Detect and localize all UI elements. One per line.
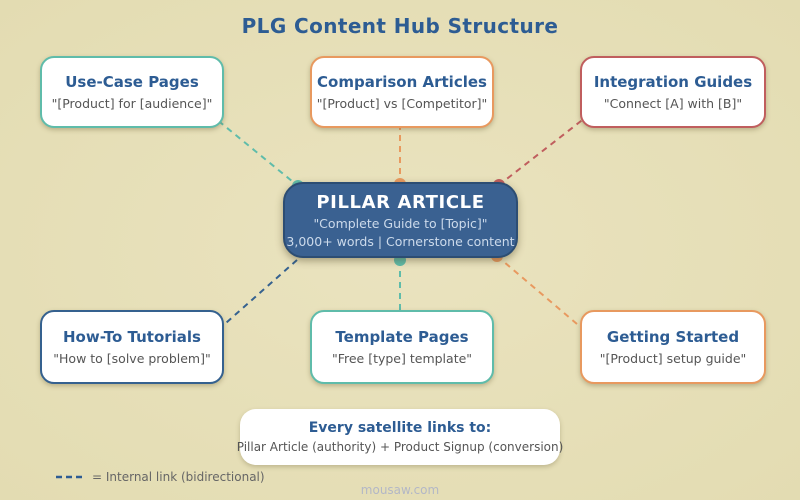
- pillar-article-meta: 3,000+ words | Cornerstone content: [286, 233, 515, 249]
- node-use-case-pages-subtitle: "[Product] for [audience]": [51, 96, 213, 111]
- node-comparison-articles-title: Comparison Articles: [317, 73, 487, 91]
- node-getting-started: Getting Started "[Product] setup guide": [580, 310, 766, 384]
- connector-howto-pillar: [217, 259, 298, 331]
- node-template-pages-subtitle: "Free [type] template": [331, 351, 473, 366]
- node-use-case-pages-title: Use-Case Pages: [65, 73, 199, 91]
- node-integration-guides: Integration Guides "Connect [A] with [B]…: [580, 56, 766, 128]
- dashed-line-sample-icon: [56, 475, 84, 479]
- node-integration-guides-subtitle: "Connect [A] with [B]": [603, 96, 743, 111]
- node-template-pages-title: Template Pages: [335, 328, 469, 346]
- banner-title: Every satellite links to:: [308, 420, 492, 436]
- node-how-to-tutorials: How-To Tutorials "How to [solve problem]…: [40, 310, 224, 384]
- node-getting-started-subtitle: "[Product] setup guide": [599, 351, 747, 366]
- node-comparison-articles-subtitle: "[Product] vs [Competitor]": [316, 96, 488, 111]
- connector-getting-started-pillar: [496, 255, 585, 331]
- node-how-to-tutorials-subtitle: "How to [solve problem]": [53, 351, 211, 366]
- node-template-pages: Template Pages "Free [type] template": [310, 310, 494, 384]
- pillar-article-title: PILLAR ARTICLE: [316, 191, 485, 213]
- node-comparison-articles: Comparison Articles "[Product] vs [Compe…: [310, 56, 494, 128]
- node-pillar-article: PILLAR ARTICLE "Complete Guide to [Topic…: [283, 182, 518, 258]
- satellite-links-banner: Every satellite links to: Pillar Article…: [237, 409, 563, 465]
- watermark: mousaw.com: [360, 483, 440, 497]
- node-getting-started-title: Getting Started: [606, 328, 740, 346]
- connector-integration-pillar: [498, 113, 591, 186]
- banner-subtitle: Pillar Article (authority) + Product Sig…: [236, 440, 564, 454]
- node-integration-guides-title: Integration Guides: [593, 73, 753, 91]
- connector-use-case-pillar: [209, 113, 299, 187]
- node-how-to-tutorials-title: How-To Tutorials: [63, 328, 201, 346]
- legend-label: = Internal link (bidirectional): [92, 470, 265, 484]
- legend: = Internal link (bidirectional): [56, 470, 265, 484]
- node-use-case-pages: Use-Case Pages "[Product] for [audience]…: [40, 56, 224, 128]
- page-title: PLG Content Hub Structure: [241, 14, 559, 38]
- pillar-article-subtitle: "Complete Guide to [Topic]": [313, 215, 488, 231]
